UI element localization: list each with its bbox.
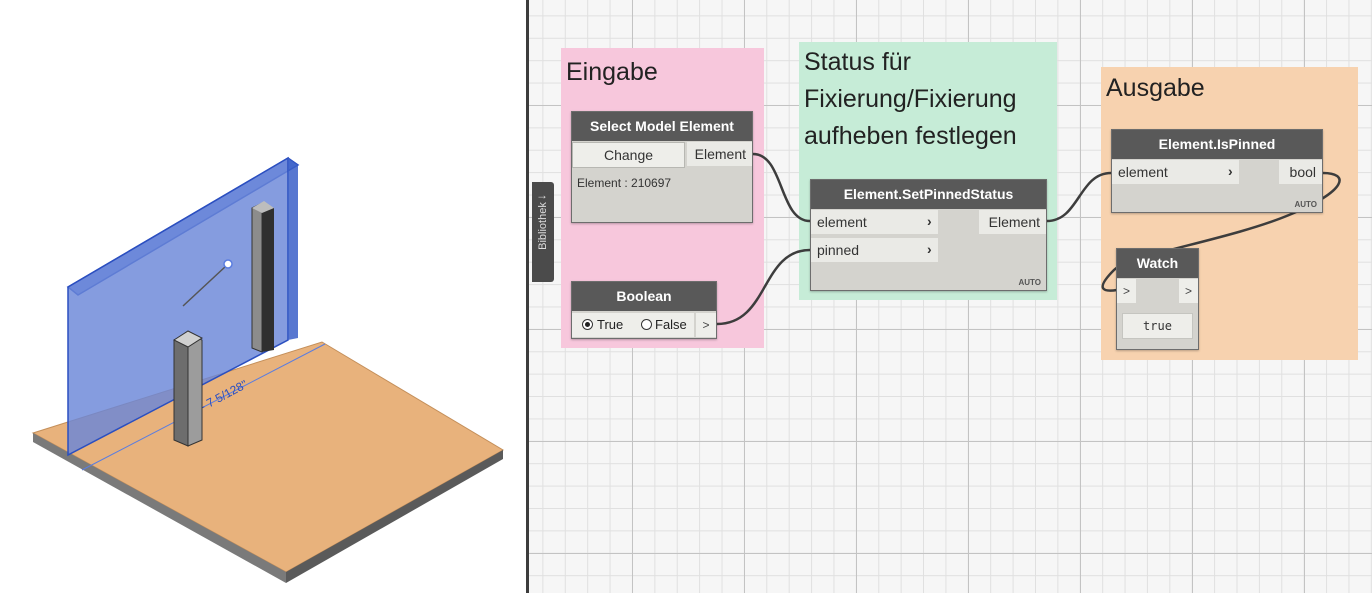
wire-setpinned-to-ispinned[interactable] (1046, 171, 1112, 223)
wire-select-to-setpinned[interactable] (752, 152, 811, 223)
boolean-options: True False (572, 313, 694, 337)
column-back-top (252, 201, 274, 213)
dynamo-canvas[interactable]: Eingabe Status für Fixierung/Fixierung a… (529, 0, 1372, 593)
model-view-svg: 30' - 7 5/128" (31, 156, 504, 583)
lacing-indicator: AUTO (1018, 278, 1041, 287)
boolean-output-port[interactable]: > (696, 313, 716, 337)
library-tab-label: Bibliothek (537, 202, 549, 250)
group-eingabe-title: Eingabe (566, 58, 658, 86)
change-button[interactable]: Change (572, 142, 685, 168)
group-status-title-line2: Fixierung/Fixierung (804, 85, 1017, 113)
radio-false[interactable] (641, 319, 652, 330)
dimension-line (81, 343, 326, 471)
floor-slab-edge-front (33, 433, 286, 583)
output-port-element[interactable]: Element (687, 142, 752, 166)
radio-true-label[interactable]: True (597, 317, 624, 332)
node-watch[interactable]: Watch > > true (1116, 248, 1199, 350)
selected-element-info: Element : 210697 (577, 176, 672, 190)
node-is-pinned-title[interactable]: Element.IsPinned (1112, 130, 1322, 159)
node-boolean-title[interactable]: Boolean (572, 282, 716, 311)
watch-value: true (1122, 313, 1193, 339)
lacing-indicator: AUTO (1294, 200, 1317, 209)
input-port-element[interactable]: element (1112, 160, 1239, 184)
revit-3d-view[interactable]: 30' - 7 5/128" (0, 0, 526, 593)
floor-slab-edge-right (286, 450, 503, 583)
watch-input-port[interactable]: > (1117, 279, 1136, 303)
node-watch-title[interactable]: Watch (1117, 249, 1198, 278)
location-line (182, 265, 227, 307)
output-port-bool[interactable]: bool (1279, 160, 1322, 184)
group-status-title-line3: aufheben festlegen (804, 122, 1017, 150)
column-front-face[interactable] (173, 332, 189, 447)
column-back-side (262, 203, 274, 352)
watch-output-port[interactable]: > (1179, 279, 1198, 303)
input-port-pinned-chevron-icon: › (927, 241, 932, 257)
radio-true[interactable] (582, 319, 593, 330)
column-back-front[interactable] (251, 202, 263, 353)
node-select-model-element-title[interactable]: Select Model Element (572, 112, 752, 141)
node-set-pinned-status[interactable]: Element.SetPinnedStatus element › pinned… (810, 179, 1047, 291)
library-tab[interactable]: → Bibliothek (532, 182, 554, 282)
column-front-top (172, 330, 204, 348)
node-select-model-element[interactable]: Select Model Element Change Element Elem… (571, 111, 753, 223)
node-set-pinned-status-title[interactable]: Element.SetPinnedStatus (811, 180, 1046, 209)
node-boolean[interactable]: Boolean True False > (571, 281, 717, 339)
input-port-element-chevron-icon: › (927, 213, 932, 229)
group-ausgabe-title: Ausgabe (1106, 74, 1205, 102)
view-splitter[interactable] (526, 0, 529, 593)
radio-true-dot (585, 322, 590, 327)
wire-boolean-to-setpinned[interactable] (716, 248, 811, 326)
group-status-title-line1: Status für (804, 48, 911, 76)
input-port-element[interactable]: element (811, 210, 938, 234)
input-port-pinned[interactable]: pinned (811, 238, 938, 262)
node-is-pinned[interactable]: Element.IsPinned element › bool AUTO (1111, 129, 1323, 213)
location-grip[interactable] (223, 259, 233, 269)
column-front-side (187, 332, 203, 447)
wire-ispinned-to-watch[interactable] (1101, 171, 1341, 292)
input-port-element-chevron-icon: › (1228, 163, 1233, 179)
output-port-element[interactable]: Element (979, 210, 1046, 234)
radio-false-label[interactable]: False (655, 317, 687, 332)
connector-wires (716, 152, 1341, 326)
library-expand-arrow-icon[interactable]: → (536, 188, 548, 202)
wall-side (288, 158, 298, 340)
